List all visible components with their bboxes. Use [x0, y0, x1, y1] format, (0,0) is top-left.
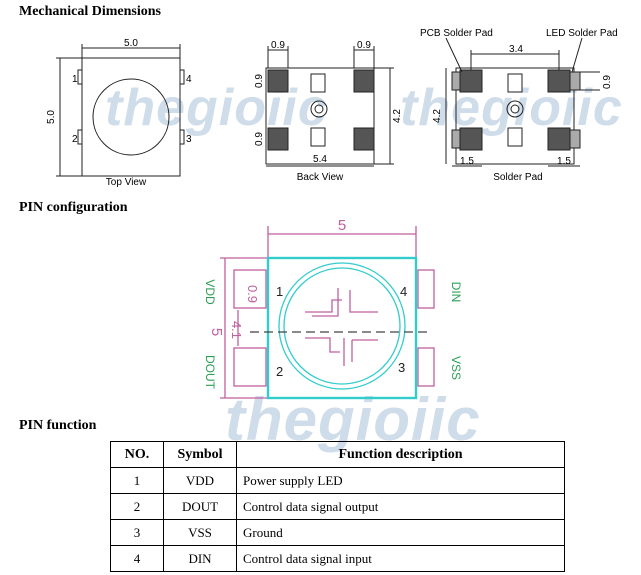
top-view-pin-1: 1 — [72, 74, 78, 85]
header-no: NO. — [110, 441, 164, 468]
table-row: 2 DOUT Control data signal output — [110, 493, 565, 520]
solder-pad-right-label: 0.9 — [602, 75, 613, 89]
pin-function-table: NO. Symbol Function description 1 VDD Po… — [110, 441, 565, 572]
back-view-drawing — [265, 46, 394, 167]
pin-config-drawing: 5 5 0.9 4.1 VDD DOUT DIN VSS 1 2 3 4 — [203, 217, 463, 400]
table-row: 3 VSS Ground — [110, 519, 565, 546]
cell-desc: Power supply LED — [236, 467, 565, 494]
cell-symbol: DIN — [163, 545, 237, 572]
mechanical-heading: Mechanical Dimensions — [19, 4, 161, 19]
back-view-width-label: 5.4 — [313, 154, 327, 165]
table-row: 1 VDD Power supply LED — [110, 467, 565, 494]
pin-config-din-label: DIN — [449, 282, 463, 303]
table-row: 4 DIN Control data signal input — [110, 545, 565, 572]
cell-no: 3 — [110, 519, 164, 546]
header-function: Function description — [236, 441, 565, 468]
back-view-pad-left-lower: 0.9 — [254, 132, 265, 146]
cell-no: 2 — [110, 493, 164, 520]
pin-config-left-label: 5 — [208, 328, 225, 336]
back-view-caption: Back View — [297, 172, 344, 183]
pcb-solder-pad-label: PCB Solder Pad — [420, 28, 493, 39]
pin-config-vdd-label: VDD — [203, 279, 217, 305]
back-view-pad-top-right: 0.9 — [357, 40, 371, 51]
back-view-pad-left-upper: 0.9 — [254, 74, 265, 88]
pin-config-pin-1: 1 — [276, 284, 283, 299]
pin-config-dout-label: DOUT — [203, 355, 217, 390]
cell-desc: Control data signal output — [236, 493, 565, 520]
header-symbol: Symbol — [163, 441, 237, 468]
top-view-drawing — [56, 44, 185, 177]
led-solder-pad-label: LED Solder Pad — [546, 28, 618, 39]
top-view-pin-4: 4 — [186, 74, 192, 85]
back-view-pad-top-left: 0.9 — [271, 40, 285, 51]
pin-config-pin-2: 2 — [276, 364, 283, 379]
top-view-pin-2: 2 — [72, 134, 78, 145]
cell-symbol: VDD — [163, 467, 237, 494]
pin-config-heading: PIN configuration — [19, 200, 128, 215]
pin-config-pin-4: 4 — [400, 284, 407, 299]
solder-pad-caption: Solder Pad — [493, 172, 542, 183]
top-view-pin-3: 3 — [186, 134, 192, 145]
back-view-height-label: 4.2 — [392, 109, 403, 123]
solder-pad-drawing — [445, 37, 600, 167]
cell-desc: Control data signal input — [236, 545, 565, 572]
solder-pad-height-label: 4.2 — [432, 109, 443, 123]
cell-symbol: VSS — [163, 519, 237, 546]
top-view-height-label: 5.0 — [46, 110, 57, 124]
pin-config-inner-label: 4.1 — [229, 321, 244, 339]
pin-config-top-label: 5 — [338, 217, 346, 234]
solder-pad-left-bottom: 1.5 — [460, 156, 474, 167]
solder-pad-span-label: 3.4 — [509, 44, 523, 55]
pin-config-pin-3: 3 — [398, 360, 405, 375]
watermark: thegioiic — [105, 79, 328, 137]
pin-config-vss-label: VSS — [449, 356, 463, 380]
pin-config-pad-label: 0.9 — [245, 285, 260, 303]
table-header-row: NO. Symbol Function description — [110, 441, 565, 468]
pin-function-heading: PIN function — [19, 418, 97, 433]
cell-desc: Ground — [236, 519, 565, 546]
cell-no: 4 — [110, 545, 164, 572]
cell-no: 1 — [110, 467, 164, 494]
mechanical-drawings: 5.0 5.0 1 2 3 4 Top View 0.9 0.9 0.9 0. — [46, 28, 618, 188]
top-view-caption: Top View — [106, 177, 147, 188]
cell-symbol: DOUT — [163, 493, 237, 520]
top-view-width-label: 5.0 — [124, 38, 138, 49]
solder-pad-right-bottom: 1.5 — [557, 156, 571, 167]
